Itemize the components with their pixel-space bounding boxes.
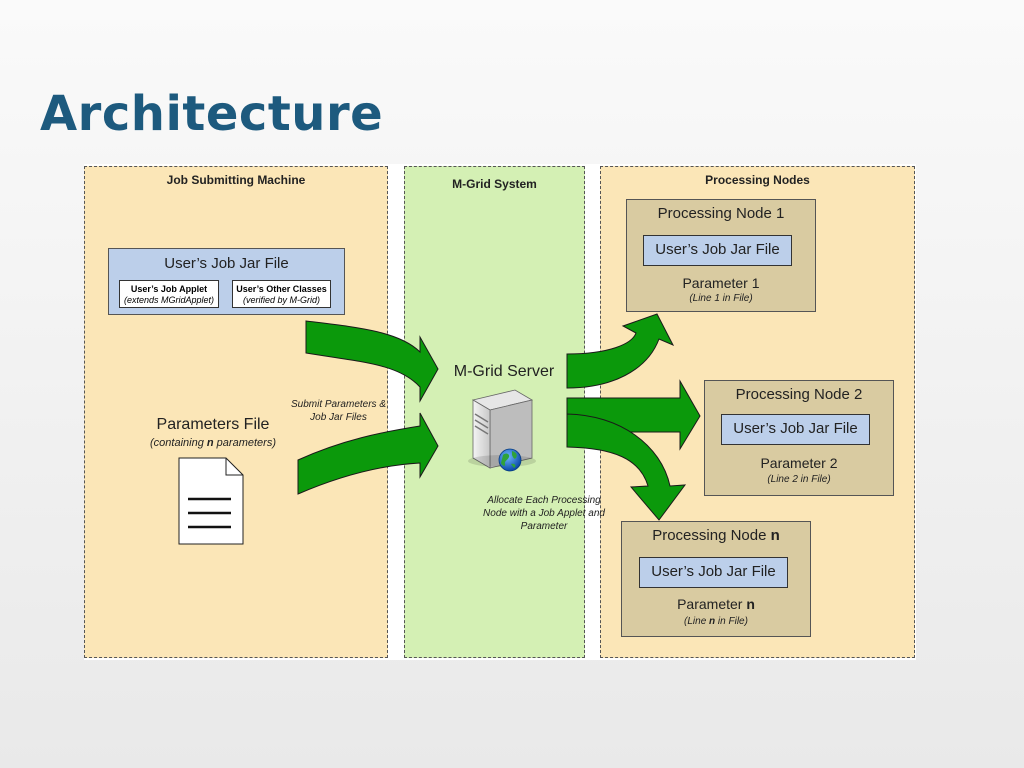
submit-label: Submit Parameters & Job Jar Files [290, 399, 387, 423]
node-jar-file: User’s Job Jar File [721, 414, 870, 445]
submit-arrow-upper [305, 320, 439, 403]
panel-title: Processing Nodes [705, 173, 810, 187]
node-title: Processing Node 1 [657, 205, 785, 222]
parameters-file-title: Parameters File [156, 416, 270, 433]
node-jar-file: User’s Job Jar File [639, 557, 788, 588]
panel-title: M-Grid System [452, 177, 537, 191]
processing-node-2: Processing Node 2 User’s Job Jar File Pa… [704, 380, 894, 496]
parameters-file-note: (containing n parameters) [150, 437, 276, 449]
m-grid-server-title: M-Grid Server [453, 363, 555, 380]
job-applet-name: User’s Job Applet [130, 284, 208, 294]
node-parameter: Parameter 1 [682, 275, 760, 291]
job-applet-box: User’s Job Applet (extends MGridApplet) [119, 280, 219, 308]
node-title: Processing Node n [652, 527, 780, 544]
processing-node-n: Processing Node n User’s Job Jar File Pa… [621, 521, 811, 637]
node-line: (Line 1 in File) [689, 293, 753, 304]
m-grid-system-panel: M-Grid System [404, 166, 585, 658]
globe-icon [498, 448, 522, 472]
node-parameter: Parameter n [677, 596, 755, 612]
job-applet-note: (extends MGridApplet) [123, 295, 215, 305]
other-classes-name: User’s Other Classes [236, 284, 327, 294]
allocate-arrow-node-1 [566, 313, 675, 389]
allocate-arrow-node-n [566, 413, 687, 521]
architecture-diagram: Job Submitting Machine M-Grid System Pro… [84, 164, 916, 660]
job-jar-file-box: User’s Job Jar File User’s Job Applet (e… [108, 248, 345, 315]
allocate-label: Allocate Each Processing Node with a Job… [483, 495, 605, 532]
other-classes-box: User’s Other Classes (verified by M-Grid… [232, 280, 331, 308]
panel-title: Job Submitting Machine [166, 173, 306, 187]
node-jar-file: User’s Job Jar File [643, 235, 792, 266]
other-classes-note: (verified by M-Grid) [242, 295, 320, 305]
job-jar-file-title: User’s Job Jar File [164, 255, 289, 272]
diagram-graphics [178, 313, 701, 545]
node-title: Processing Node 2 [735, 386, 863, 403]
node-parameter: Parameter 2 [760, 455, 838, 471]
node-line: (Line 2 in File) [767, 474, 831, 485]
submit-arrow-lower [297, 412, 439, 495]
node-line: (Line n in File) [684, 616, 748, 627]
document-icon [178, 457, 244, 545]
slide-title: Architecture [40, 86, 384, 142]
processing-node-1: Processing Node 1 User’s Job Jar File Pa… [626, 199, 816, 312]
